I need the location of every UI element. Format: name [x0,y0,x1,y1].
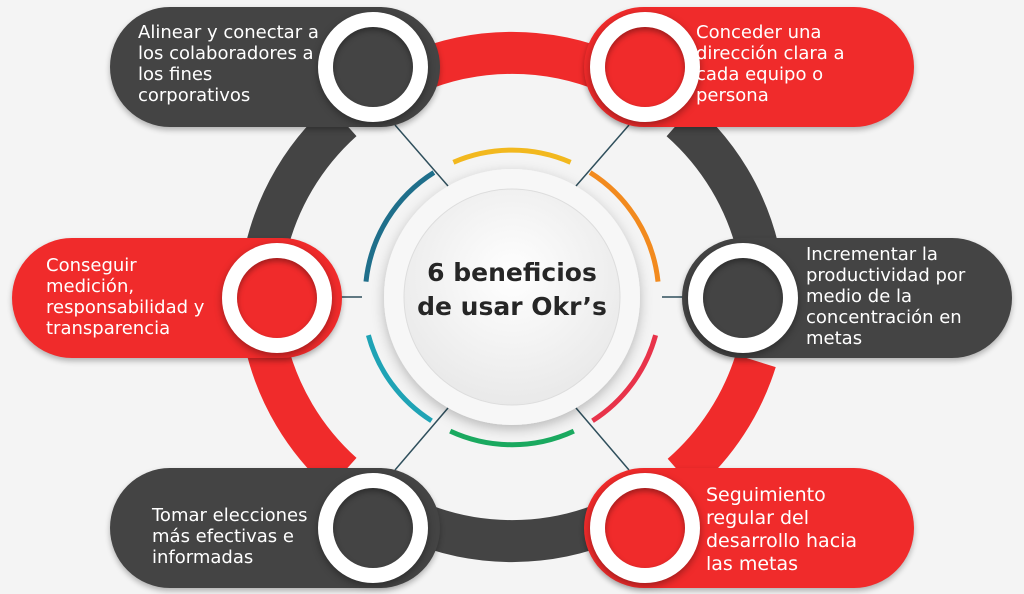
benefit-line: responsabilidad y [46,297,205,318]
benefit-text-bottom-right: Seguimiento regular del desarrollo hacia… [706,484,857,576]
benefit-text-top-right: Conceder una dirección clara a cada equi… [696,22,845,106]
outer-ring-arc-top-left [245,104,357,255]
center-title: 6 beneficios de usar Okr’s [412,256,612,324]
connector-line [394,124,449,187]
center-circle [403,188,621,406]
inner-arc-yellow [452,147,572,165]
disc-dot [237,258,317,338]
benefit-line: Alinear y conectar a [138,22,319,43]
inner-arc-red [591,334,659,423]
benefit-line: Conseguir [46,255,137,276]
outer-ring-arc-bottom-right [667,354,776,491]
benefit-disc-bottom-left [318,473,428,583]
outer-ring-arc-top [405,31,619,93]
connector-line [575,407,630,471]
outer-ring-arc-top-right [666,104,779,255]
benefit-line: corporativos [138,85,251,106]
benefit-text-top-left: Alinear y conectar a los colaboradores a… [138,22,319,106]
disc-dot [605,27,685,107]
benefit-line: medición, [46,276,135,297]
benefit-line: productividad por [806,265,966,286]
outer-ring-arc-bottom [405,501,619,563]
benefit-disc-top-right [590,12,700,122]
benefit-line: Conceder una [696,22,822,43]
inner-arc-green [449,428,575,448]
outer-ring-arc-bottom-left [245,339,357,490]
disc-dot [333,488,413,568]
benefit-line: cada equipo o [696,64,824,85]
benefit-line: los fines [138,64,213,85]
benefit-disc-top-left [318,12,428,122]
inner-arc-orange [588,170,661,282]
benefit-line: dirección clara a [696,43,845,64]
benefit-line: persona [696,85,769,106]
benefit-line: medio de la [806,286,913,307]
inner-color-ring [363,147,661,448]
benefit-line: Tomar elecciones [152,505,308,526]
benefit-disc-middle-left [222,243,332,353]
connector-line [394,407,449,471]
benefit-text-middle-left: Conseguir medición, responsabilidad y tr… [46,255,204,339]
benefit-line: informadas [152,547,254,568]
benefit-line: transparencia [46,318,171,339]
connector-line [575,124,630,187]
benefit-disc-middle-right [688,243,798,353]
benefit-disc-bottom-right [590,473,700,583]
benefit-line: más efectivas e [152,526,294,547]
benefit-line: metas [806,328,863,349]
benefit-line: concentración en [806,307,962,328]
inner-arc-teal [365,334,433,423]
benefit-line: las metas [706,553,799,575]
benefit-line: desarrollo hacia [706,530,858,552]
disc-dot [703,258,783,338]
benefit-line: Incrementar la [806,244,938,265]
disc-dot [605,488,685,568]
benefit-line: los colaboradores a [138,43,314,64]
benefit-line: Seguimiento [706,484,826,506]
center-title-line-1: 6 beneficios [427,258,597,287]
center-title-line-2: de usar Okr’s [417,292,607,321]
benefit-line: regular del [706,507,809,529]
inner-arc-blue [363,170,436,282]
benefit-text-middle-right: Incrementar la productividad por medio d… [806,244,965,349]
disc-dot [333,27,413,107]
benefit-text-bottom-left: Tomar elecciones más efectivas e informa… [152,505,307,568]
